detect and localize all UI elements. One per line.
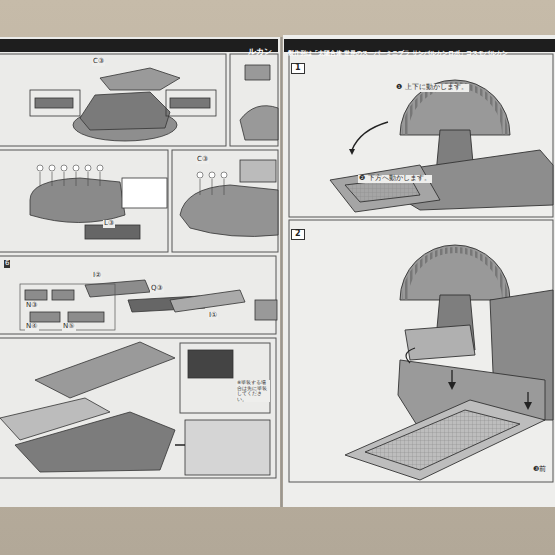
note-text: ※塗装する場合は先に塗装してください。 <box>236 380 270 402</box>
part-number: C③ <box>196 156 209 164</box>
part-number: I② <box>92 272 102 280</box>
callout-text: ❶ 上下に動かします。 <box>395 84 469 92</box>
step-panel: 2 <box>289 220 553 482</box>
part-number: Q③ <box>150 285 164 293</box>
header-text: 製作例は「太陽合体 世界のスーパーミニプラ サンバルカンロボ」コスモバルカン <box>288 50 508 57</box>
part-number: I① <box>208 312 218 320</box>
part-number: L③ <box>103 220 115 228</box>
callout-text: ❷ 下方へ動かします。 <box>358 175 432 183</box>
callout-text: ❸前 <box>532 466 547 474</box>
header-text: ルカン <box>248 48 272 57</box>
step-number: 6 <box>4 260 10 268</box>
step-number: 2 <box>291 229 305 240</box>
part-number: N③ <box>25 302 39 310</box>
part-number: C③ <box>92 58 105 66</box>
header-band: ルカン <box>0 39 278 52</box>
header-band: 製作例は「太陽合体 世界のスーパーミニプラ サンバルカンロボ」コスモバルカン <box>284 39 555 52</box>
step-number: 1 <box>291 63 305 74</box>
part-number: N⑤ <box>62 323 76 331</box>
step-panel: 1 <box>289 54 553 217</box>
part-number: N④ <box>25 323 39 331</box>
